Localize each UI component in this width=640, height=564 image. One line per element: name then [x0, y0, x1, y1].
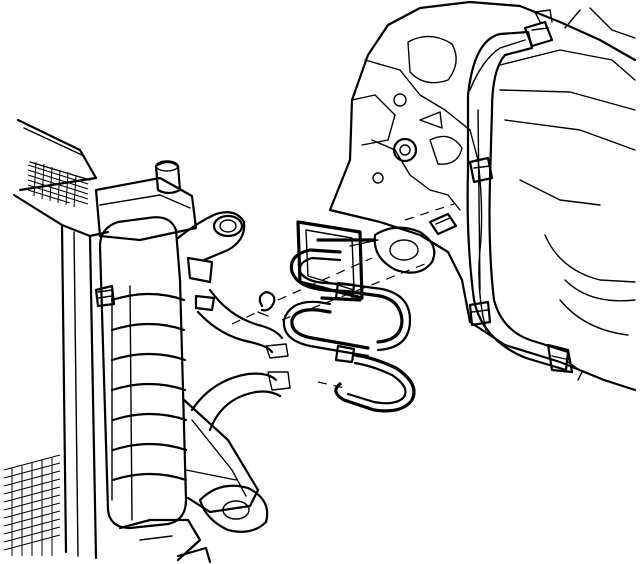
bolt-mid: [468, 156, 494, 184]
bolt-top: [523, 9, 554, 48]
case-boss-hole: [392, 137, 418, 163]
cooler-fitting-bolt: [428, 212, 458, 236]
bolt-bottom-right: [546, 343, 583, 381]
radiator-filler-neck: [154, 160, 182, 195]
radiator-fins-bottom: [3, 454, 61, 556]
bolt-lower: [468, 300, 492, 327]
coolant-hoses: [190, 288, 291, 432]
transaxle-oil-cooler-lines: [282, 220, 416, 413]
radiator: [3, 118, 269, 564]
transaxle-case: [328, 0, 637, 392]
radiator-side-tank: [98, 216, 188, 530]
radiator-tank-ribs: [110, 285, 188, 521]
cooler-line-bracket: [296, 220, 364, 300]
radiator-lower-outlet: [198, 484, 269, 533]
assembly-lines: [231, 203, 455, 389]
radiator-upper-tank: [94, 176, 198, 242]
radiator-inlet-neck: [176, 211, 246, 262]
clamp: [257, 290, 276, 317]
mounting-bracket: [466, 30, 570, 372]
radiator-fins-top: [27, 161, 89, 208]
bolts: [428, 9, 583, 381]
